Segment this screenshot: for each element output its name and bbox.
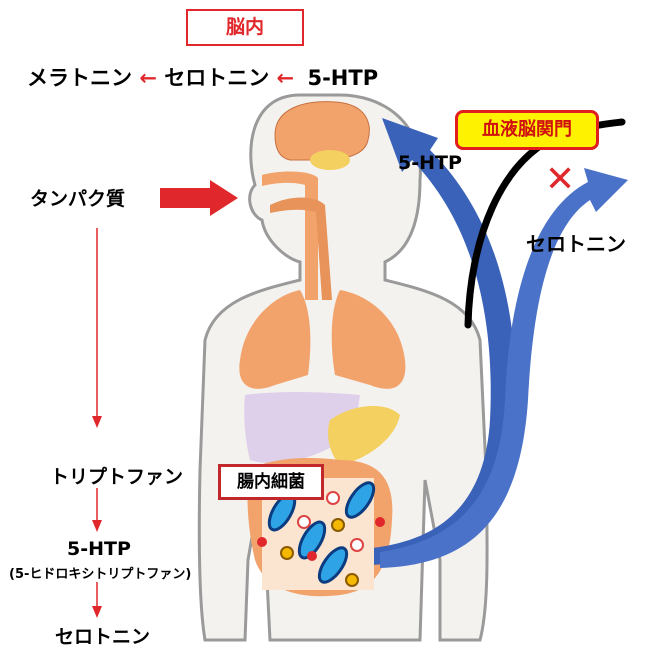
htp-right-label: 5-HTP [398, 152, 462, 174]
melatonin-label: メラトニン [27, 66, 132, 90]
brain-shape [274, 101, 370, 161]
chain-arrowhead-3 [92, 606, 102, 618]
tryptophan-label: トリプトファン [50, 466, 184, 488]
serotonin-brain-label: セロトニン [164, 66, 270, 90]
gut-bacteria-box: 腸内細菌 [218, 464, 324, 500]
esophagus-shape [270, 197, 332, 300]
brain-pathway: メラトニン ← セロトニン ← 5-HTP [27, 62, 378, 92]
blue-arrow-htp [372, 118, 516, 565]
protein-arrow [160, 180, 238, 216]
right-lung-shape [331, 290, 406, 389]
pathway-arrow-2: ← [276, 66, 295, 90]
bbb-label-box: 血液脳関門 [455, 110, 599, 150]
pathway-arrow-1: ← [139, 66, 157, 90]
blue-arrow-serotonin [380, 168, 628, 568]
brainstem-shape [310, 150, 350, 170]
htp-fullname-label: (5-ヒドロキシトリプトファン) [9, 567, 192, 582]
trachea-shape [262, 171, 318, 300]
chain-arrowhead-2 [92, 520, 102, 532]
chain-arrowhead-1 [92, 416, 102, 428]
protein-label: タンパク質 [30, 188, 126, 210]
brain-label-box: 脳内 [186, 9, 304, 46]
pancreas-shape [328, 405, 400, 465]
htp-left-label: 5-HTP [67, 538, 131, 560]
serotonin-left-label: セロトニン [55, 626, 151, 648]
blocked-mark: ✕ [545, 159, 576, 200]
htp-brain-label: 5-HTP [307, 66, 379, 90]
serotonin-right-label: セロトニン [526, 232, 626, 256]
left-lung-shape [239, 290, 311, 389]
